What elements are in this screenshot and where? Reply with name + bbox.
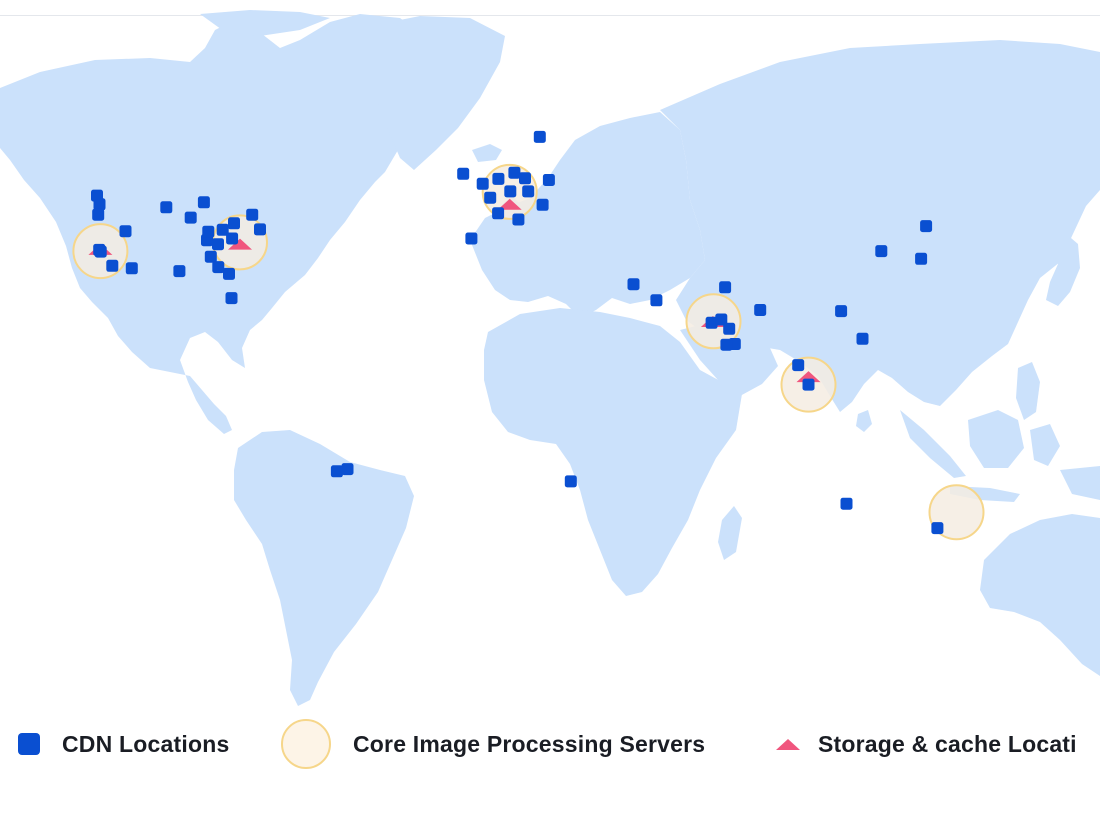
cdn-location-marker — [476, 177, 489, 190]
legend-label-core: Core Image Processing Servers — [353, 730, 706, 757]
legend-item-core: Core Image Processing Servers — [281, 714, 705, 774]
cdn-location-marker — [931, 522, 944, 535]
cdn-location-marker — [484, 191, 497, 204]
storage-location-marker — [497, 198, 522, 210]
storage-triangle-icon — [776, 738, 800, 750]
cdn-location-marker — [465, 232, 478, 245]
land-masses — [0, 10, 1100, 706]
cdn-locations-layer — [91, 130, 944, 535]
cdn-location-marker — [856, 332, 869, 345]
cdn-location-marker — [802, 378, 815, 391]
south-america — [234, 430, 414, 706]
cdn-location-marker — [492, 207, 505, 220]
iceland — [472, 144, 502, 162]
sulawesi-papua — [1030, 424, 1100, 500]
cdn-location-marker — [202, 225, 215, 238]
sri-lanka — [856, 410, 872, 432]
cdn-location-marker — [106, 259, 119, 272]
cdn-location-marker — [792, 359, 805, 372]
philippines — [1016, 362, 1040, 420]
cdn-location-marker — [723, 322, 736, 335]
cdn-location-marker — [184, 211, 197, 224]
cdn-location-marker — [875, 245, 888, 258]
cdn-location-marker — [536, 198, 549, 211]
cdn-location-marker — [119, 225, 132, 238]
cdn-location-marker — [330, 465, 343, 478]
greenland — [355, 16, 505, 170]
legend-item-cdn: CDN Locations — [18, 714, 229, 774]
africa — [484, 308, 742, 596]
asia — [660, 40, 1100, 412]
cdn-location-marker — [840, 497, 853, 510]
cdn-location-marker — [754, 304, 767, 316]
cdn-location-marker — [125, 262, 138, 275]
cdn-location-marker — [512, 213, 525, 226]
cdn-location-marker — [246, 208, 259, 221]
cdn-location-marker — [519, 172, 531, 185]
cdn-location-marker — [492, 172, 505, 185]
cdn-location-marker — [920, 220, 933, 233]
cdn-location-marker — [522, 185, 535, 198]
cdn-location-marker — [91, 189, 103, 202]
cdn-location-marker — [173, 265, 186, 278]
cdn-location-marker — [254, 223, 266, 236]
europe — [470, 112, 705, 318]
map-legend: CDN Locations Core Image Processing Serv… — [0, 714, 1100, 774]
cdn-location-marker — [705, 316, 718, 329]
cdn-location-marker — [216, 223, 229, 236]
cdn-location-marker — [226, 232, 239, 245]
cdn-location-marker — [92, 208, 105, 221]
cdn-location-marker — [94, 245, 107, 258]
legend-label-storage: Storage & cache Locati — [818, 730, 1077, 757]
storage-location-marker — [228, 238, 252, 250]
cdn-location-marker — [720, 338, 733, 351]
cdn-location-marker — [457, 167, 470, 180]
cdn-location-marker — [719, 281, 732, 294]
cdn-location-marker — [627, 278, 640, 291]
cdn-location-marker — [915, 252, 928, 265]
cdn-location-marker — [650, 294, 663, 307]
cdn-location-marker — [197, 196, 210, 209]
cdn-location-marker — [160, 201, 173, 214]
cdn-location-marker — [542, 174, 555, 186]
borneo — [968, 410, 1024, 468]
japan — [1046, 232, 1080, 306]
cdn-location-marker — [225, 292, 238, 305]
cdn-location-marker — [204, 250, 217, 263]
australia — [980, 514, 1100, 676]
cdn-square-icon — [18, 733, 40, 755]
arctic-islands — [200, 10, 330, 36]
cdn-location-marker — [223, 267, 235, 280]
cdn-location-marker — [715, 313, 728, 326]
cdn-location-marker — [228, 217, 240, 230]
sumatra — [900, 410, 966, 478]
cdn-location-marker — [341, 463, 354, 476]
storage-location-marker — [796, 371, 821, 383]
legend-item-storage: Storage & cache Locati — [776, 714, 1077, 774]
madagascar — [718, 506, 742, 560]
core-server-circle-icon — [281, 719, 331, 769]
cdn-location-marker — [564, 475, 577, 488]
cdn-location-marker — [504, 185, 517, 198]
cdn-location-marker — [508, 166, 521, 179]
legend-label-cdn: CDN Locations — [62, 730, 230, 757]
top-divider — [0, 15, 1100, 16]
cdn-location-marker — [212, 238, 224, 251]
cdn-location-marker — [533, 130, 546, 143]
cdn-location-marker — [212, 261, 225, 274]
cdn-location-marker — [835, 305, 848, 318]
